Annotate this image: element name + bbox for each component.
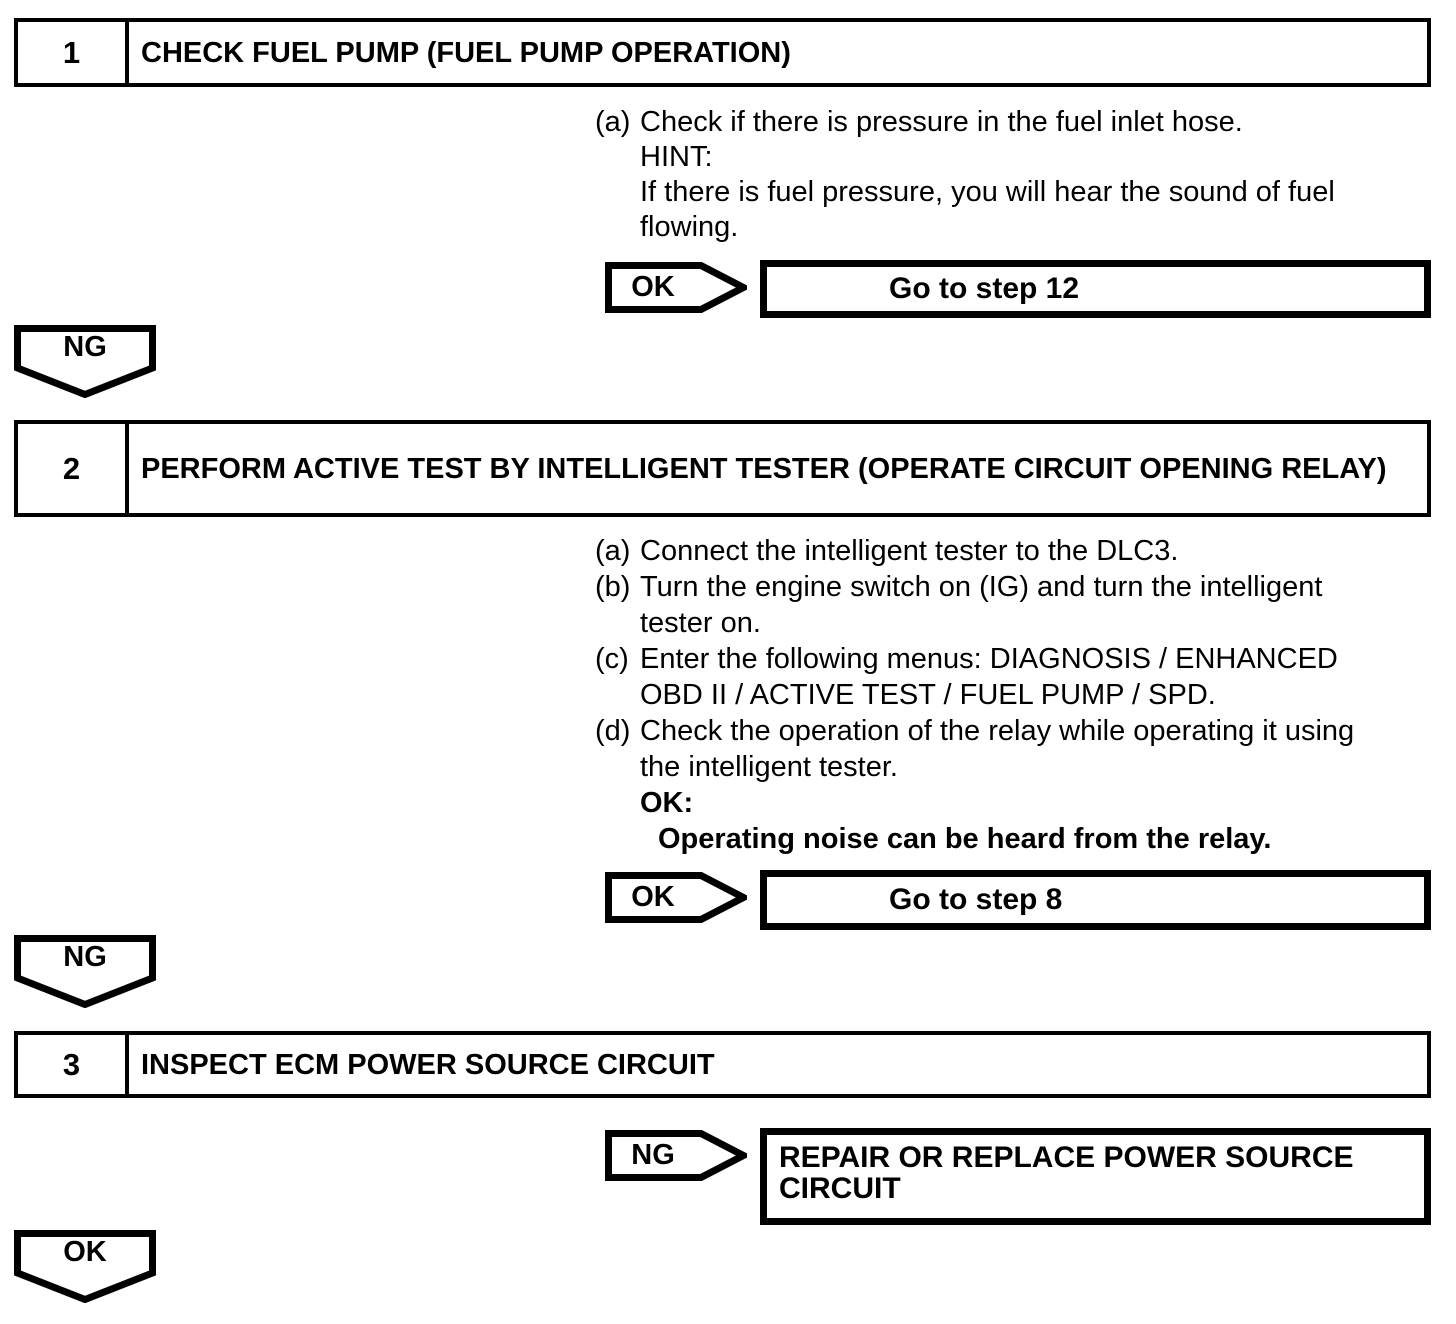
step-2-title: PERFORM ACTIVE TEST BY INTELLIGENT TESTE… xyxy=(141,452,1387,485)
ok-flag-arrow: OK xyxy=(14,1230,156,1303)
step-2-instructions: (a) Connect the intelligent tester to th… xyxy=(595,533,1354,857)
instruction-text: Check if there is pressure in the fuel i… xyxy=(640,106,1243,138)
instruction-line: (a) Connect the intelligent tester to th… xyxy=(595,533,1354,569)
goto-step-12-box: Go to step 12 xyxy=(760,260,1431,318)
ok-flag-arrow: OK xyxy=(605,872,747,923)
ng-flag-arrow: NG xyxy=(14,325,156,398)
instruction-text: Check the operation of the relay while o… xyxy=(640,715,1355,747)
arrow-down-icon xyxy=(14,1230,156,1303)
instruction-text: tester on. xyxy=(640,607,761,639)
instruction-text: flowing. xyxy=(640,211,739,243)
step-3-title: INSPECT ECM POWER SOURCE CIRCUIT xyxy=(141,1048,715,1081)
arrow-right-icon xyxy=(605,872,747,923)
instruction-line: If there is fuel pressure, you will hear… xyxy=(595,175,1335,210)
instruction-line: (b) Turn the engine switch on (IG) and t… xyxy=(595,569,1354,605)
instruction-label: (c) xyxy=(595,643,629,675)
instruction-line: tester on. xyxy=(595,605,1354,641)
ng-flag-arrow: NG xyxy=(605,1130,747,1181)
instruction-line: flowing. xyxy=(595,210,1335,245)
ng-flag-label: NG xyxy=(63,941,107,973)
instruction-text: Enter the following menus: DIAGNOSIS / E… xyxy=(640,643,1338,675)
arrow-down-icon xyxy=(14,325,156,398)
repair-action-box: REPAIR OR REPLACE POWER SOURCE CIRCUIT xyxy=(760,1128,1431,1225)
goto-step-8-box: Go to step 8 xyxy=(760,870,1431,930)
ng-flag-label: NG xyxy=(63,331,107,363)
ok-flag-label: OK xyxy=(631,881,675,913)
step-1-header: 1 CHECK FUEL PUMP (FUEL PUMP OPERATION) xyxy=(14,18,1431,87)
instruction-text: If there is fuel pressure, you will hear… xyxy=(640,176,1335,208)
step-3-header: 3 INSPECT ECM POWER SOURCE CIRCUIT xyxy=(14,1031,1431,1098)
instruction-label: (a) xyxy=(595,106,631,138)
goto-step-8-text: Go to step 8 xyxy=(889,883,1063,916)
instruction-text: Turn the engine switch on (IG) and turn … xyxy=(640,571,1323,603)
instruction-label: (d) xyxy=(595,715,631,747)
step-3-number: 3 xyxy=(18,1035,129,1094)
instruction-text: HINT: xyxy=(640,141,713,173)
instruction-line: Operating noise can be heard from the re… xyxy=(595,821,1354,857)
arrow-right-icon xyxy=(605,1130,747,1181)
ng-flag-label: NG xyxy=(631,1139,675,1171)
ng-flag-arrow: NG xyxy=(14,935,156,1008)
step-1-instructions: (a) Check if there is pressure in the fu… xyxy=(595,105,1335,245)
step-2-number: 2 xyxy=(18,424,129,513)
instruction-line: OBD II / ACTIVE TEST / FUEL PUMP / SPD. xyxy=(595,677,1354,713)
arrow-down-icon xyxy=(14,935,156,1008)
ok-flag-arrow: OK xyxy=(605,262,747,313)
instruction-text: the intelligent tester. xyxy=(640,751,898,783)
ok-condition-label: OK: xyxy=(640,787,694,819)
instruction-text: Connect the intelligent tester to the DL… xyxy=(640,535,1179,567)
goto-step-12-text: Go to step 12 xyxy=(889,272,1080,305)
instruction-line: the intelligent tester. xyxy=(595,749,1354,785)
ok-condition-text: Operating noise can be heard from the re… xyxy=(658,823,1272,855)
arrow-right-icon xyxy=(605,262,747,313)
instruction-line: (a) Check if there is pressure in the fu… xyxy=(595,105,1335,140)
step-1-number: 1 xyxy=(18,22,129,83)
ok-flag-label: OK xyxy=(63,1236,107,1268)
instruction-text: OBD II / ACTIVE TEST / FUEL PUMP / SPD. xyxy=(640,679,1216,711)
instruction-label: (b) xyxy=(595,571,631,603)
instruction-line: OK: xyxy=(595,785,1354,821)
instruction-line: (c) Enter the following menus: DIAGNOSIS… xyxy=(595,641,1354,677)
step-1-title: CHECK FUEL PUMP (FUEL PUMP OPERATION) xyxy=(141,36,791,69)
step-2-header: 2 PERFORM ACTIVE TEST BY INTELLIGENT TES… xyxy=(14,420,1431,517)
instruction-line: HINT: xyxy=(595,140,1335,175)
instruction-line: (d) Check the operation of the relay whi… xyxy=(595,713,1354,749)
repair-action-text: REPAIR OR REPLACE POWER SOURCE CIRCUIT xyxy=(779,1141,1354,1205)
ok-flag-label: OK xyxy=(631,271,675,303)
instruction-label: (a) xyxy=(595,535,631,567)
